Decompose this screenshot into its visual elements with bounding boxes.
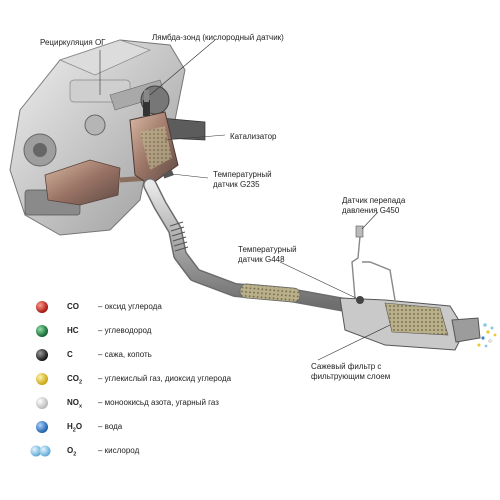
molecule-icon [36, 373, 48, 385]
outlet-gas-particles [477, 323, 497, 348]
molecule-icon [36, 301, 48, 313]
molecule-icon [36, 421, 48, 433]
lambda-sensor [143, 90, 150, 116]
label-lambda-sensor: Лямбда-зонд (кислородный датчик) [152, 33, 284, 42]
label-dpf: Сажевый фильтр с фильтрующим слоем [311, 362, 391, 381]
leader-lines [99, 39, 391, 361]
legend-symbol: CO2 [67, 374, 83, 386]
engine [9, 39, 206, 236]
legend-symbol: H2O [67, 422, 83, 434]
legend-description: – моноокисьд азота, угарный газ [98, 398, 219, 407]
legend-item: O2 – кислород [30, 444, 330, 460]
legend-description: – сажа, копоть [98, 350, 152, 359]
legend-item: H2O – вода [30, 420, 330, 436]
legend-description: – вода [98, 422, 123, 431]
molecule-icon [36, 397, 48, 409]
temp-sensor-g235 [162, 170, 174, 179]
molecule-icon [30, 445, 51, 457]
molecule-icon [36, 349, 48, 361]
legend-symbol: C [67, 350, 73, 359]
label-temp-g448: Температурный датчик G448 [238, 245, 297, 264]
diesel-particulate-filter [339, 296, 481, 351]
legend-description: – оксид углерода [98, 302, 162, 311]
legend-item: CO – оксид углерода [30, 300, 330, 316]
legend-description: – углеводород [98, 326, 152, 335]
molecule-icon [36, 325, 48, 337]
label-catalyst: Катализатор [230, 132, 277, 141]
legend-item: C – сажа, копоть [30, 348, 330, 364]
legend-item: NOx – моноокисьд азота, угарный газ [30, 396, 330, 412]
label-temp-g235: Температурный датчик G235 [213, 170, 272, 189]
legend-item: CO2 – углекислый газ, диоксид углерода [30, 372, 330, 388]
legend-symbol: HC [67, 326, 79, 335]
legend-description: – углекислый газ, диоксид углерода [98, 374, 232, 383]
exhaust-pipe [143, 178, 352, 312]
legend-item: HC – углеводород [30, 324, 330, 340]
label-egr: Рециркуляция ОГ [40, 38, 106, 47]
legend-symbol: O2 [67, 446, 77, 458]
catalytic-converter [129, 111, 179, 186]
legend-symbol: CO [67, 302, 79, 311]
legend-symbol: NOx [67, 398, 83, 410]
pressure-sensor-g450 [351, 225, 396, 301]
label-pressure-g450: Датчик перепада давления G450 [342, 196, 406, 215]
legend-description: – кислород [98, 446, 140, 455]
